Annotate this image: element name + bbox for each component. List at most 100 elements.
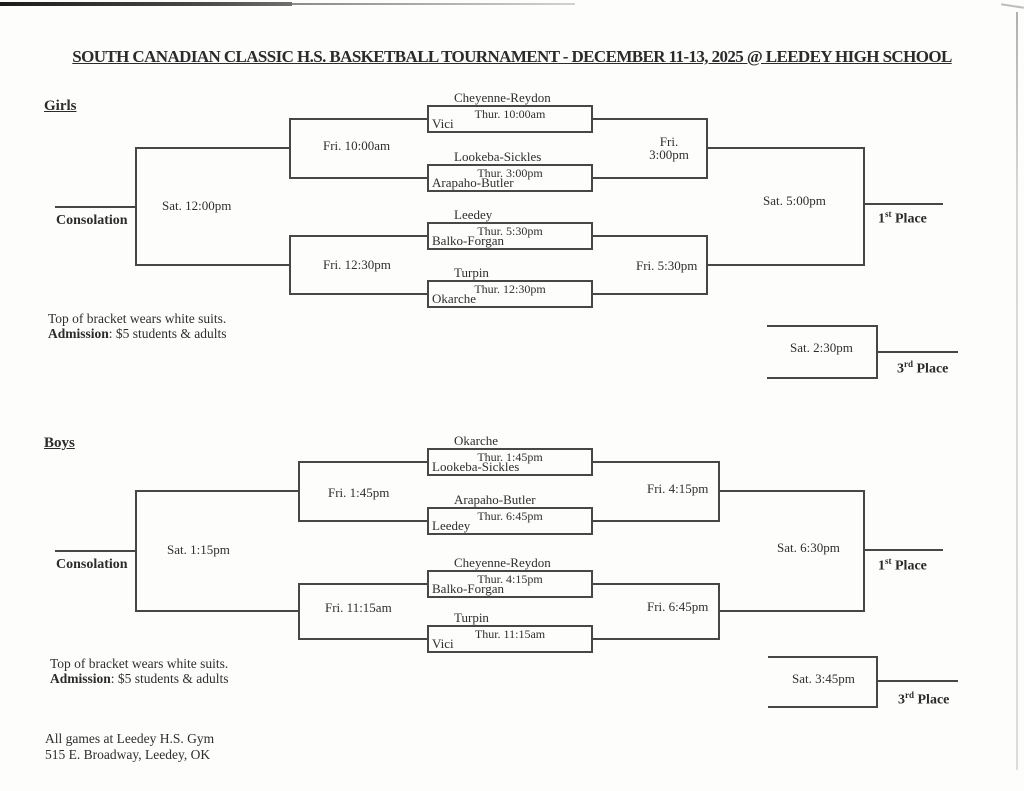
girls-consolation-semi1-time: Fri. 10:00am [323,138,391,153]
bracket-vline [706,118,708,179]
girls-note-suits: Top of bracket wears white suits. [48,311,227,326]
bracket-vline [718,461,720,522]
bracket-hline [291,293,427,295]
game-box [427,625,593,653]
girls-first-place-label: 1st Place [878,207,927,227]
boys-consolation-semi1-time: Fri. 1:45pm [328,485,390,500]
girls-consolation-final-time: Sat. 12:00pm [162,198,232,213]
team1-label: Arapaho-Butler [454,492,536,507]
consolation-entry-line [55,206,137,208]
admission-detail: : $5 students & adults [110,671,229,686]
place-number: 1 [878,558,885,574]
third-place-vline [876,656,878,708]
bracket-hline [593,118,708,120]
bracket-hline [708,147,865,149]
team2-label: Arapaho-Butler [432,175,514,190]
third-place-line [878,351,958,353]
bracket-hline [291,177,427,179]
third-place-hline [768,656,878,658]
boys-consolation-semi2-time: Fri. 11:15am [325,600,392,615]
bracket-hline [593,638,720,640]
game-box [427,448,593,476]
team2-label: Okarche [432,291,477,306]
bracket-hline [593,461,720,463]
third-place-vline [876,325,878,379]
bracket-hline [300,583,427,585]
boys-third-place-label: 3rd Place [898,688,949,708]
girls-semi1-time: Fri. 3:00pm [643,135,695,161]
place-number: 1 [878,211,885,227]
admission-detail: : $5 students & adults [108,326,227,341]
bracket-hline [291,235,427,237]
girls-heading: Girls [44,98,77,114]
bracket-hline [593,293,708,295]
third-place-hline [767,377,878,379]
bracket-hline [137,610,300,612]
place-word: Place [914,692,950,708]
team2-label: Vici [432,116,454,131]
boys-note-suits: Top of bracket wears white suits. [50,656,229,671]
girls-final-time: Sat. 5:00pm [763,193,826,208]
team1-label: Cheyenne-Reydon [454,90,551,105]
bracket-vline [863,147,865,266]
footer-venue: All games at Leedey H.S. Gym [45,731,215,746]
team2-label: Balko-Forgan [432,233,504,248]
game-box [427,164,593,192]
team2-label: Leedey [432,518,471,533]
team1-label: Cheyenne-Reydon [454,555,551,570]
bracket-hline [593,520,720,522]
place-word: Place [891,558,927,574]
girls-note-admission: Admission: $5 students & adults [48,326,227,341]
first-place-line [865,549,943,551]
bracket-hline [720,490,865,492]
bracket-vline [718,583,720,640]
game-time-label: Thur. 4:15pm [477,572,543,586]
team1-label: Turpin [454,610,489,625]
game-time-label: Thur. 6:45pm [477,509,543,523]
bracket-vline [863,490,865,612]
third-place-line [878,680,958,682]
bracket-hline [135,264,291,266]
place-number: 3 [898,692,905,708]
place-word: Place [891,211,927,227]
bracket-hline [300,520,427,522]
boys-note-admission: Admission: $5 students & adults [50,671,229,686]
bracket-hline [135,147,291,149]
bracket-hline [593,235,708,237]
bracket-hline [291,118,427,120]
team2-label: Balko-Forgan [432,581,504,596]
boys-semi1-time: Fri. 4:15pm [647,481,709,496]
game-time-label: Thur. 1:45pm [477,450,543,464]
admission-word: Admission [48,326,109,341]
place-ordinal: st [885,556,892,566]
boys-consolation-label: Consolation [56,557,128,572]
boys-consolation-final-time: Sat. 1:15pm [167,542,230,557]
consolation-entry-line [55,550,137,552]
boys-semi2-time: Fri. 6:45pm [647,599,709,614]
scan-artifact-corner [1000,3,1024,9]
boys-final-time: Sat. 6:30pm [777,540,840,555]
game-box [427,222,593,250]
place-ordinal: rd [904,359,913,369]
game-box [427,105,593,133]
place-number: 3 [897,361,904,377]
game-box [427,570,593,598]
game-time-label: Thur. 3:00pm [477,166,543,180]
game-time-label: Thur. 11:15am [474,627,546,641]
boys-third-place-time: Sat. 3:45pm [792,671,855,686]
bracket-hline [137,490,300,492]
girls-third-place-label: 3rd Place [897,357,948,377]
admission-word: Admission [50,671,111,686]
girls-consolation-semi2-time: Fri. 12:30pm [323,257,391,272]
semi-time-line2: 3:00pm [649,147,689,162]
team1-label: Okarche [454,433,499,448]
bracket-hline [720,610,865,612]
bracket-hline [300,461,427,463]
scan-artifact-top-line [0,2,292,6]
footer-address: 515 E. Broadway, Leedey, OK [45,747,211,762]
place-ordinal: rd [905,690,914,700]
boys-first-place-label: 1st Place [878,554,927,574]
semi-time-line1: Fri. [659,134,679,149]
game-time-label: Thur. 12:30pm [474,282,546,296]
